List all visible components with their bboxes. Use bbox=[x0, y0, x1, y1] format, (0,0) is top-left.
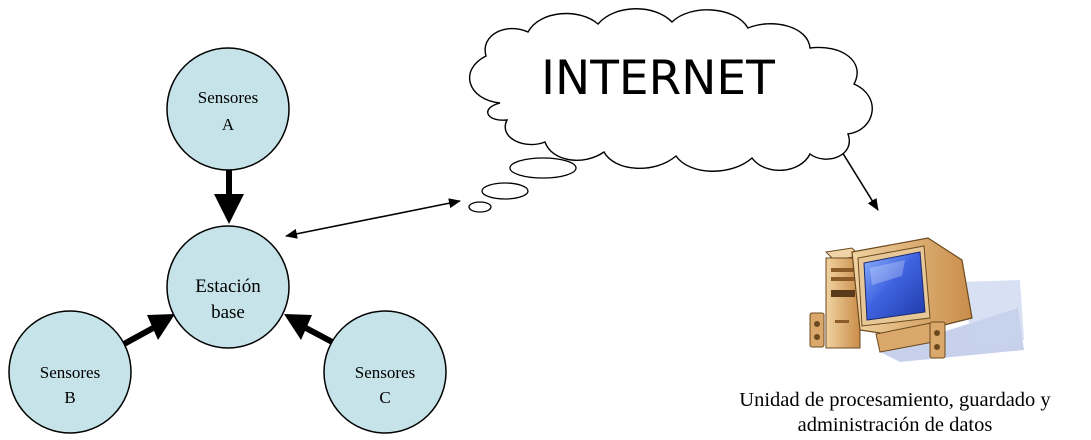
speaker-left bbox=[809, 312, 825, 348]
monitor-screen bbox=[863, 251, 926, 321]
node-label-line2: B bbox=[64, 388, 75, 407]
node-circle bbox=[166, 47, 290, 171]
node-label-line1: Sensores bbox=[198, 88, 258, 107]
node-label-line1: Sensores bbox=[355, 363, 415, 382]
node-label-line2: C bbox=[379, 388, 390, 407]
cloud-shape bbox=[468, 8, 873, 172]
node-sensores-b: Sensores B bbox=[8, 310, 132, 434]
thought-bubble-medium bbox=[481, 182, 529, 200]
caption-line1: Unidad de procesamiento, guardado y bbox=[739, 389, 1051, 411]
arrow-c-to-base bbox=[284, 314, 338, 347]
caption-line2: administración de datos bbox=[797, 414, 993, 436]
node-label-line1: Sensores bbox=[40, 363, 100, 382]
node-circle bbox=[166, 225, 290, 349]
monitor bbox=[851, 237, 973, 353]
node-estacion-base: Estación base bbox=[166, 225, 290, 349]
node-label-line2: A bbox=[222, 115, 235, 134]
node-sensores-c: Sensores C bbox=[323, 310, 447, 434]
node-sensores-a: Sensores A bbox=[166, 47, 290, 171]
arrow-b-to-base bbox=[122, 314, 175, 347]
speaker-right bbox=[929, 321, 946, 359]
arrow-base-internet bbox=[285, 198, 461, 239]
cloud-label: INTERNET bbox=[541, 51, 775, 106]
computer-caption: Unidad de procesamiento, guardado y admi… bbox=[700, 388, 1090, 438]
node-label-line2: base bbox=[211, 302, 245, 323]
internet-cloud: INTERNET bbox=[468, 8, 873, 213]
node-circle bbox=[8, 310, 132, 434]
node-label-line1: Estación bbox=[195, 276, 261, 297]
computer-icon bbox=[809, 237, 1024, 362]
thought-bubble-large bbox=[509, 157, 577, 179]
node-circle bbox=[323, 310, 447, 434]
thought-bubble-small bbox=[468, 201, 492, 213]
